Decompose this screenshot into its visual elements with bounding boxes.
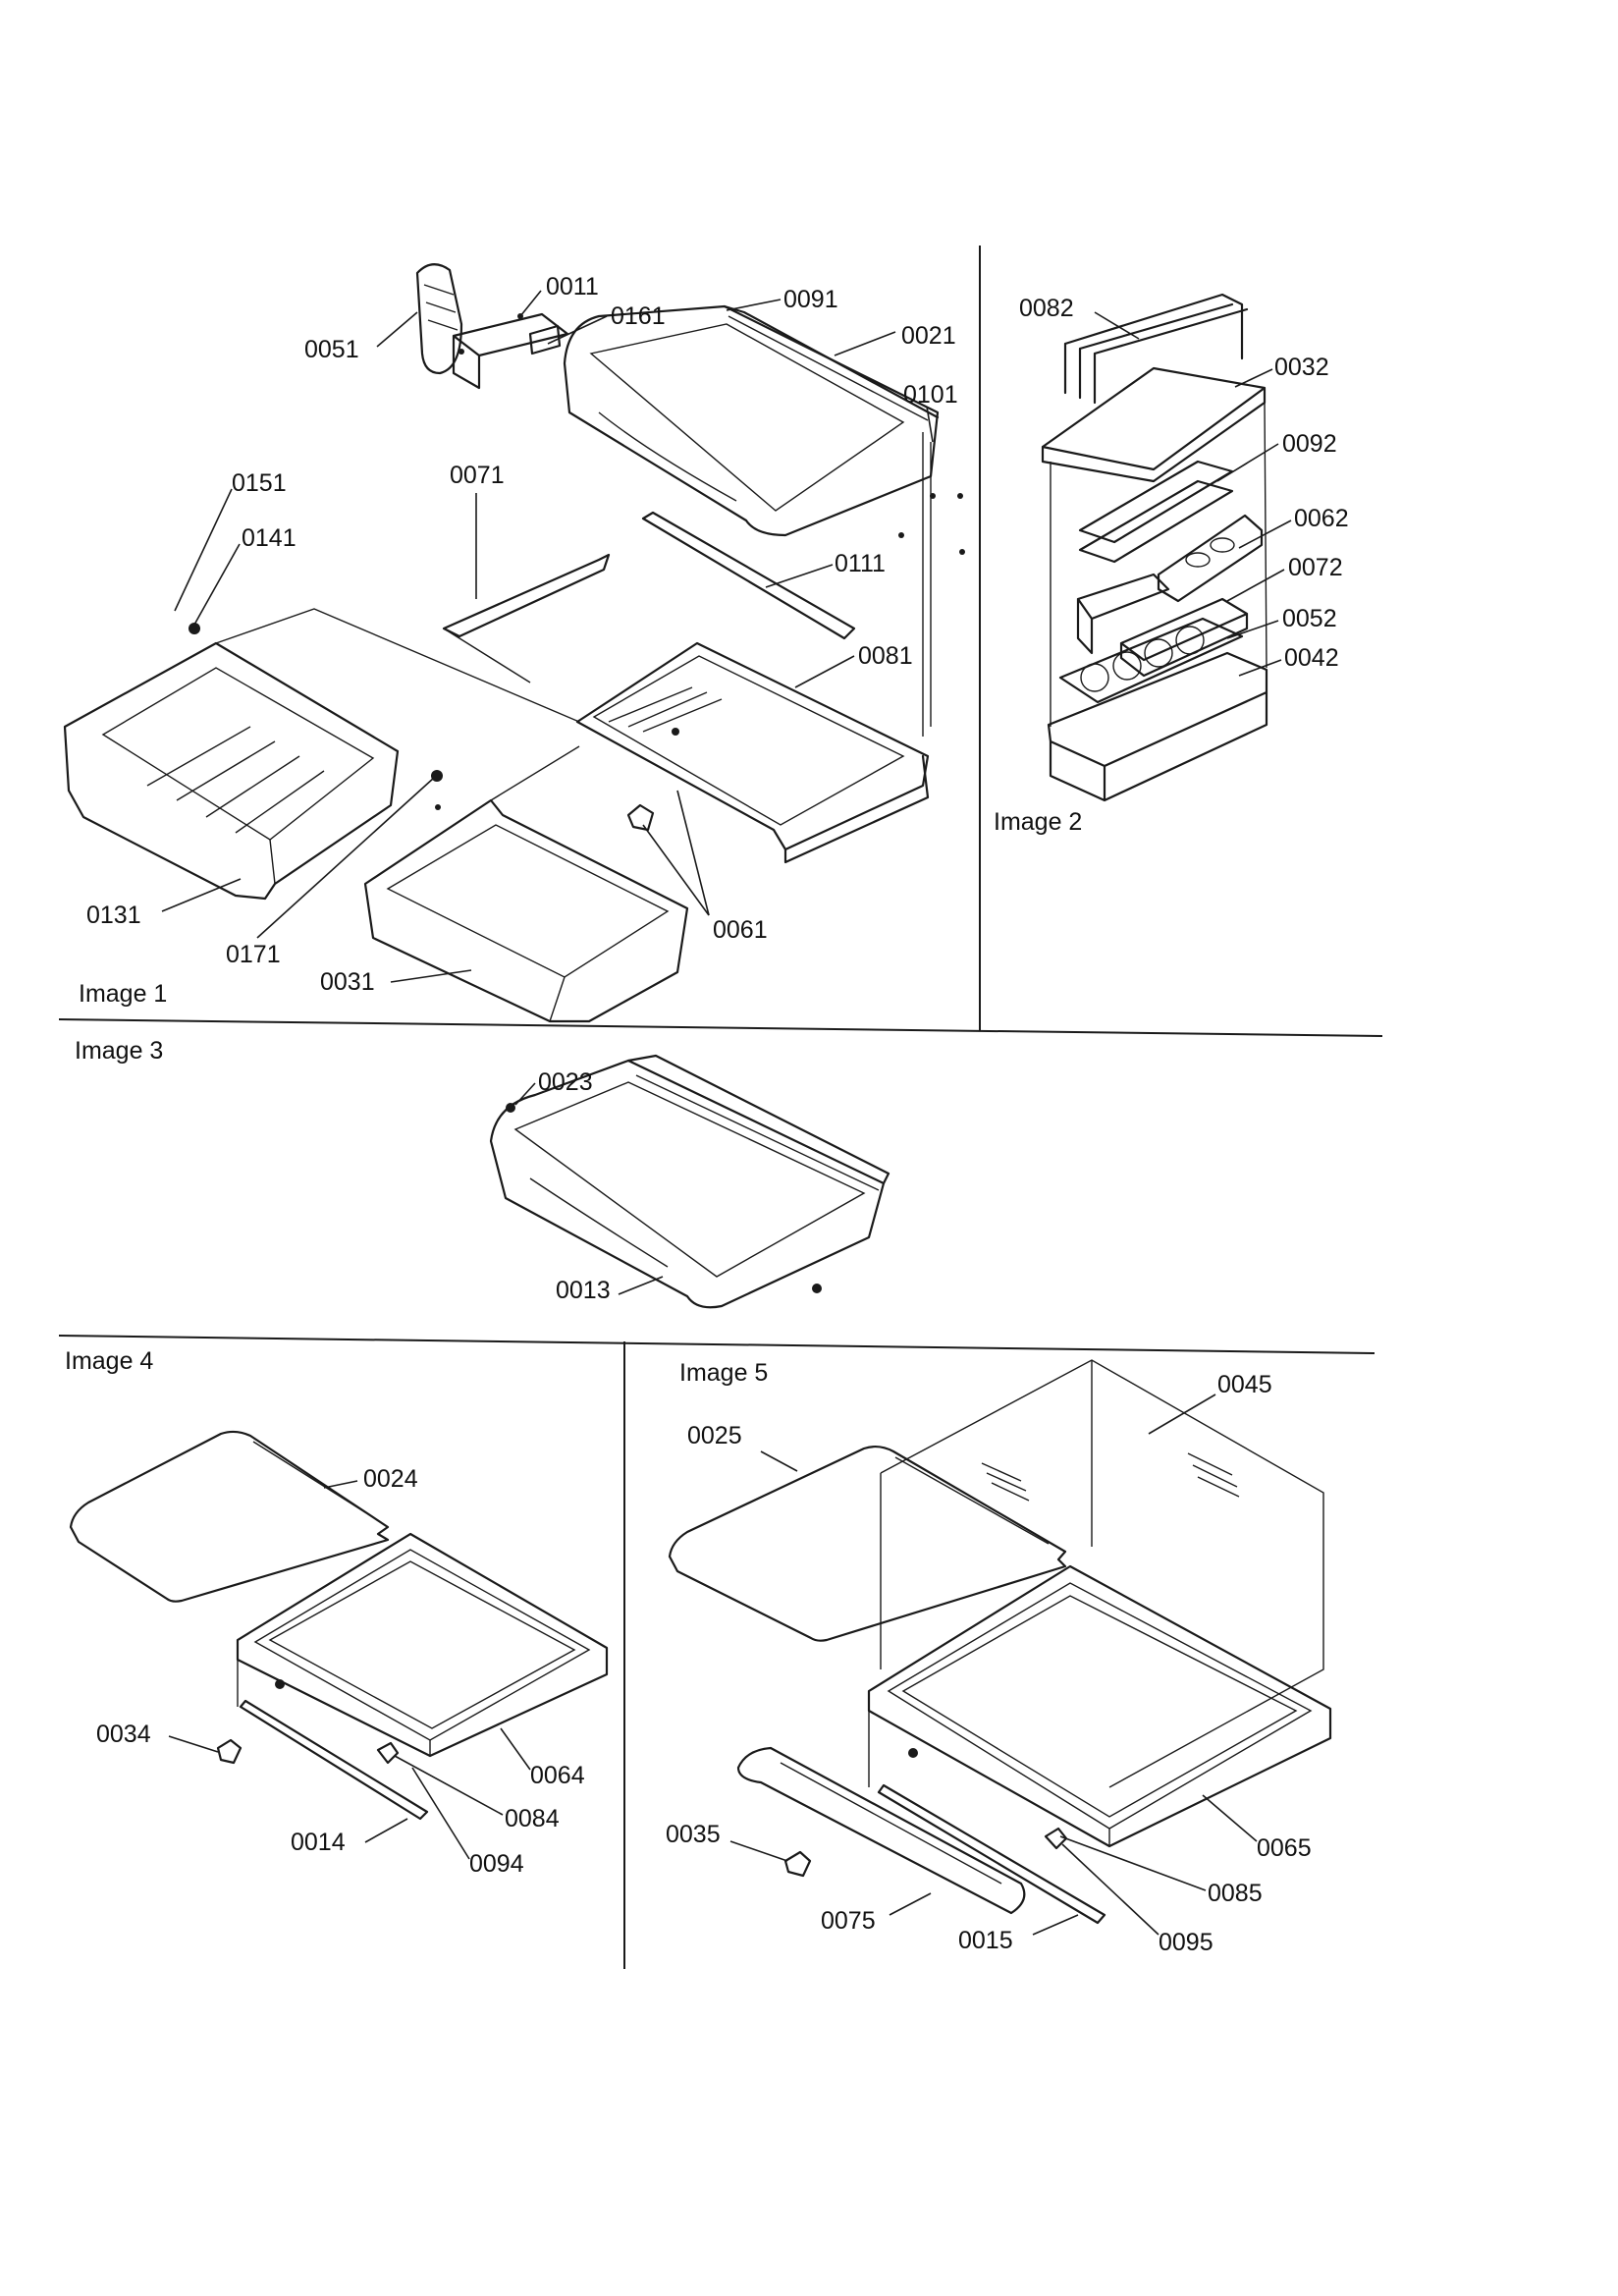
callout-0072: 0072	[1288, 554, 1343, 581]
callout-0081: 0081	[858, 642, 913, 670]
callout-0011: 0011	[546, 273, 599, 301]
caption-image-1: Image 1	[79, 980, 167, 1008]
callout-0071: 0071	[450, 462, 505, 489]
callout-0075: 0075	[821, 1907, 876, 1935]
divider-top-row	[58, 1018, 1383, 1037]
callout-0091: 0091	[783, 286, 838, 313]
caption-image-2: Image 2	[994, 808, 1082, 836]
callout-0014: 0014	[291, 1829, 346, 1856]
callout-0065: 0065	[1257, 1834, 1312, 1862]
image-4-drawing	[69, 1430, 609, 1821]
callout-0023: 0023	[538, 1068, 593, 1096]
callout-0082: 0082	[1019, 295, 1074, 322]
callout-0064: 0064	[530, 1762, 585, 1789]
callout-0051: 0051	[304, 336, 359, 363]
callout-0062: 0062	[1294, 505, 1349, 532]
divider-image3-bottom	[58, 1335, 1375, 1354]
callout-0061: 0061	[713, 916, 768, 944]
callout-0042: 0042	[1284, 644, 1339, 672]
callout-0032: 0032	[1274, 354, 1329, 381]
callout-0161: 0161	[611, 302, 666, 330]
callout-0084: 0084	[505, 1805, 560, 1832]
callout-0131: 0131	[86, 902, 141, 929]
callout-0034: 0034	[96, 1721, 151, 1748]
caption-image-3: Image 3	[75, 1037, 163, 1065]
callout-0151: 0151	[232, 469, 287, 497]
callout-0092: 0092	[1282, 430, 1337, 458]
callout-0111: 0111	[835, 550, 886, 577]
callout-0052: 0052	[1282, 605, 1337, 632]
callout-0013: 0013	[556, 1277, 611, 1304]
callout-0045: 0045	[1217, 1371, 1272, 1398]
image-1-drawing	[63, 263, 965, 1023]
image-3-drawing	[489, 1054, 890, 1309]
callout-0024: 0024	[363, 1465, 418, 1493]
callout-0094: 0094	[469, 1850, 524, 1878]
callout-labels: 0011 0161 0051 0091 0021 0101 0071 0151 …	[86, 273, 1349, 1956]
callout-0171: 0171	[226, 941, 281, 968]
callout-0095: 0095	[1159, 1929, 1214, 1956]
callout-0085: 0085	[1208, 1880, 1263, 1907]
callout-0021: 0021	[901, 322, 956, 350]
callout-0035: 0035	[666, 1821, 721, 1848]
caption-image-4: Image 4	[65, 1347, 153, 1375]
callout-0015: 0015	[958, 1927, 1013, 1954]
callout-0031: 0031	[320, 968, 375, 996]
image-5-drawing	[668, 1359, 1332, 1925]
callout-0141: 0141	[242, 524, 297, 552]
leader-lines	[161, 290, 1292, 1936]
caption-image-5: Image 5	[679, 1359, 768, 1387]
callout-0025: 0025	[687, 1422, 742, 1449]
image-2-drawing	[1041, 293, 1268, 802]
callout-0101: 0101	[903, 381, 958, 409]
section-dividers	[58, 246, 1383, 1969]
